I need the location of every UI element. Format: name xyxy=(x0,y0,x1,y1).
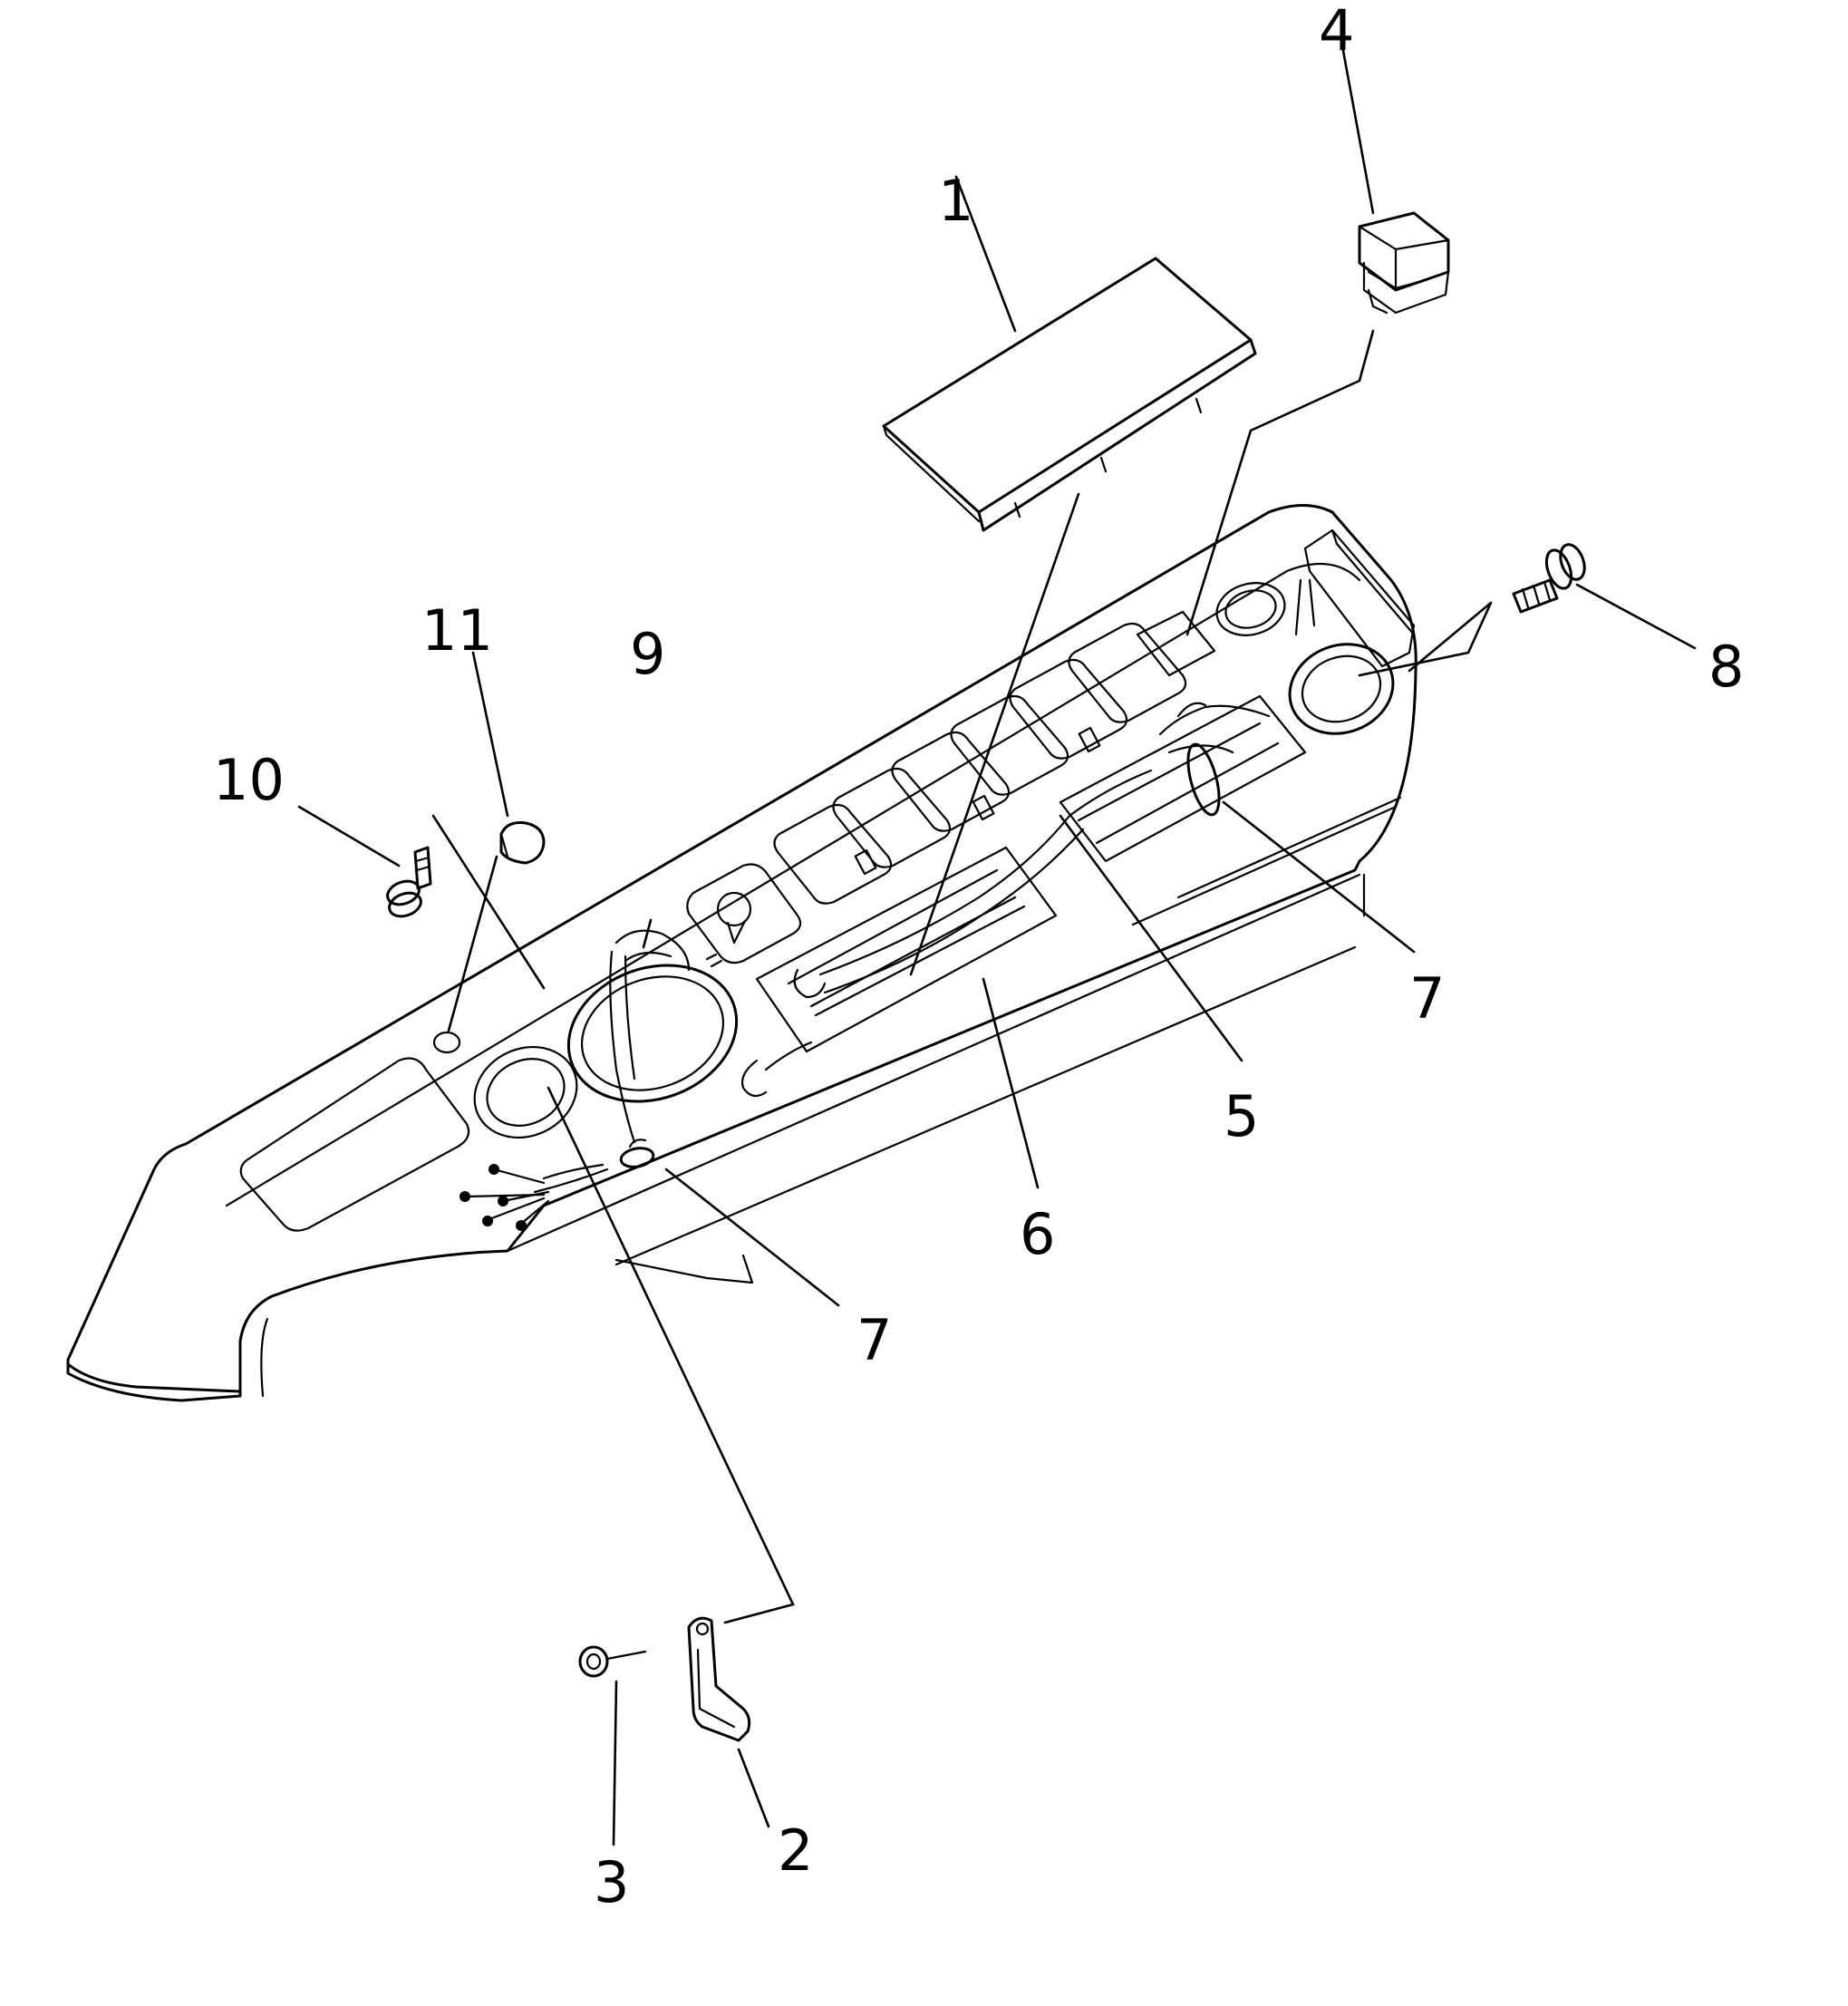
callout-4: 4 xyxy=(1319,0,1354,63)
callout-8: 8 xyxy=(1708,634,1744,700)
bracket-part-2 xyxy=(687,1616,751,1742)
cover-panel-part xyxy=(882,257,1257,532)
callout-2: 2 xyxy=(778,1817,813,1884)
plug-part-11 xyxy=(499,821,546,865)
callout-10: 10 xyxy=(213,747,285,813)
callout-labels: 1 2 3 4 5 6 7 7 8 9 10 11 xyxy=(213,0,1744,1915)
leader-lines xyxy=(297,39,1697,1846)
callout-1: 1 xyxy=(938,168,973,234)
callout-9: 9 xyxy=(630,621,665,687)
rocker-switch-part xyxy=(1358,211,1450,315)
callout-11: 11 xyxy=(421,597,493,664)
callout-7b: 7 xyxy=(856,1307,892,1373)
callout-5: 5 xyxy=(1224,1083,1259,1149)
console-panel xyxy=(66,504,1417,1402)
screw-part-8 xyxy=(1512,543,1586,614)
callout-6: 6 xyxy=(1020,1201,1055,1267)
screw-part-10 xyxy=(386,846,432,918)
nut-part-3 xyxy=(578,1645,647,1678)
callout-7a: 7 xyxy=(1409,965,1445,1032)
callout-3: 3 xyxy=(594,1849,629,1915)
